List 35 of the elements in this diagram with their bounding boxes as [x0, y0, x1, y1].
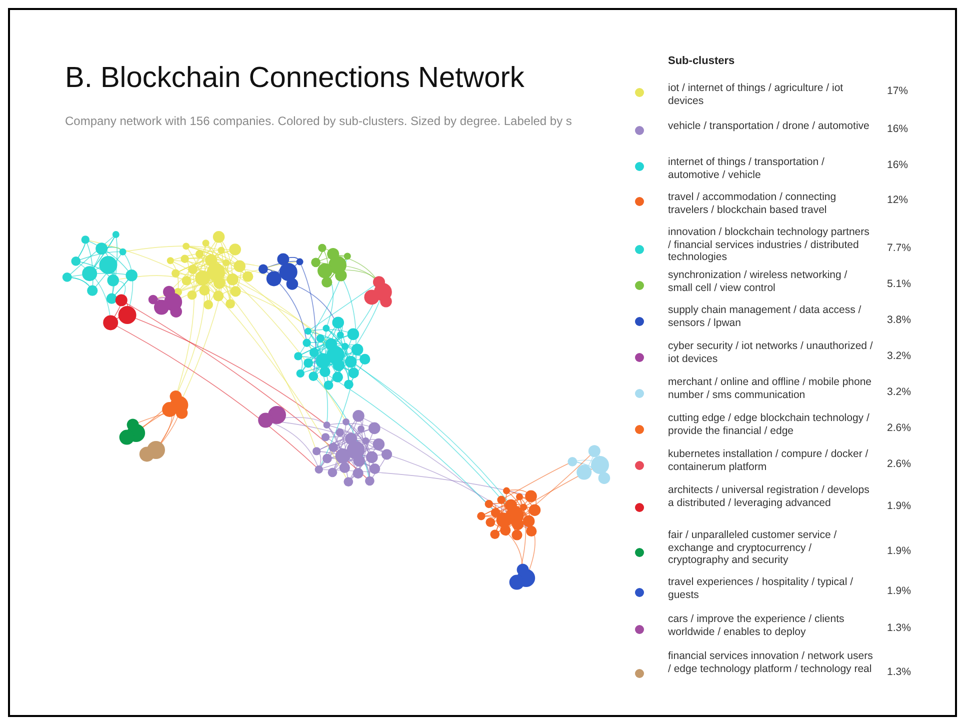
- legend-label: innovation / blockchain technology partners / financial services industries / distributed technologies: [668, 226, 870, 264]
- legend-label: internet of things / transportation / automotive / vehicle: [668, 156, 826, 181]
- legend-label: cutting edge / edge blockchain technology / provide the financial / edge: [668, 412, 870, 437]
- percentage-value: 1.9%: [887, 585, 911, 597]
- percentage-value: 1.9%: [887, 545, 911, 557]
- percentage-value: 3.2%: [887, 386, 911, 398]
- legend-label: fair / unparalleled customer service / exchange and cryptocurrency / cryptography and security: [668, 529, 838, 566]
- percentage-value: 1.3%: [887, 622, 911, 634]
- percentage-value: 16%: [887, 123, 908, 135]
- percentage-value: 12%: [887, 194, 908, 206]
- percentage-value: 2.6%: [887, 458, 911, 470]
- legend-label: travel / accommodation / connecting travelers / blockchain based travel: [668, 191, 838, 216]
- legend-label: cyber security / iot networks / unauthorized / iot devices: [668, 340, 873, 365]
- legend-heading: Sub-clusters: [668, 55, 735, 67]
- legend-label: cars / improve the experience / clients worldwide / enables to deploy: [668, 613, 846, 638]
- percentage-value: 2.6%: [887, 422, 911, 434]
- percentage-value: 3.8%: [887, 314, 911, 326]
- percentage-value: 17%: [887, 85, 908, 97]
- subtitle: Company network with 156 companies. Colored by sub-clusters. Sized by degree. Labeled by s: [65, 114, 572, 128]
- percentage-value: 1.3%: [887, 666, 911, 678]
- percentage-value: 5.1%: [887, 278, 911, 290]
- percentage-value: 7.7%: [887, 242, 911, 254]
- legend-label: travel experiences / hospitality / typical / guests: [668, 576, 854, 601]
- legend-label: iot / internet of things / agriculture / iot devices: [668, 82, 844, 107]
- chart-title: B. Blockchain Connections Network: [65, 62, 524, 95]
- legend-label: supply chain management / data access / sensors / lpwan: [668, 304, 862, 329]
- legend-label: kubernetes installation / compure / docker / containerum platform: [668, 448, 870, 473]
- legend-label: financial services innovation / network users / edge technology platform / technology real: [668, 650, 873, 675]
- legend-label: merchant / online and offline / mobile phone number / sms communication: [668, 376, 873, 401]
- percentage-value: 16%: [887, 159, 908, 171]
- percentage-value: 3.2%: [887, 350, 911, 362]
- percentage-value: 1.9%: [887, 500, 911, 512]
- legend-label: vehicle / transportation / drone / automotive: [668, 120, 870, 132]
- legend-label: architects / universal registration / develops a distributed / leveraging advanced: [668, 484, 870, 509]
- legend-label: synchronization / wireless networking / small cell / view control: [668, 269, 848, 294]
